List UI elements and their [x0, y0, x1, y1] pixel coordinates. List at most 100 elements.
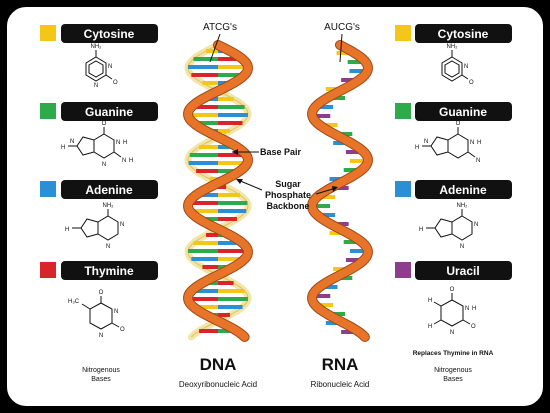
- rna-callout: AUCG's: [324, 22, 360, 63]
- adenine-n-atom: N: [120, 222, 124, 228]
- thymine-n-atom: N: [114, 309, 118, 315]
- dna-front-strand: [183, 40, 253, 342]
- guanine-color-swatch: [40, 103, 56, 119]
- backbone-arrowhead-dna: [236, 179, 243, 184]
- guanine-structure: O N H N H N H N: [61, 121, 133, 168]
- cytosine-label: Cytosine: [84, 27, 135, 41]
- thymine-label: Thymine: [84, 264, 134, 278]
- uracil-h-atom-2: H: [428, 298, 432, 304]
- guanine-color-swatch-right: [395, 103, 411, 119]
- uracil-label: Uracil: [446, 264, 479, 278]
- backbone-label-line3: Backbone: [266, 201, 309, 211]
- guanine-n-atom: N: [116, 140, 120, 146]
- dna-title: DNA: [200, 355, 237, 374]
- uracil-h-atom-3: H: [428, 324, 432, 330]
- cytosine-nh2-atom: NH₂: [91, 44, 103, 50]
- adenine-nh2-atom: NH₂: [103, 203, 115, 209]
- guanine-label-pill: [61, 102, 158, 121]
- right-base-uracil-header: Uracil: [395, 261, 512, 280]
- replaces-thymine-note: Replaces Thymine in RNA: [413, 350, 494, 357]
- cytosine-color-swatch-right: [395, 25, 411, 41]
- uracil-n-atom-2: N: [450, 330, 454, 336]
- guanine-h-atom-3-right: H: [415, 145, 419, 151]
- left-base-guanine-header: Guanine: [40, 102, 158, 121]
- nitrogenous-bases-right-line2: Bases: [443, 376, 463, 383]
- thymine-color-swatch: [40, 262, 56, 278]
- cytosine-structure: NH₂ N N O: [85, 44, 118, 89]
- guanine-label-pill-right: [415, 102, 512, 121]
- guanine-h-atom-2: H: [129, 158, 133, 164]
- left-base-thymine-header: Thymine: [40, 261, 158, 280]
- guanine-o-atom: O: [102, 121, 107, 127]
- adenine-n-atom-right: N: [474, 222, 478, 228]
- thymine-n-atom-2: N: [99, 333, 103, 339]
- guanine-n-atom-4-right: N: [424, 139, 428, 145]
- nitrogenous-bases-left-line2: Bases: [91, 376, 111, 383]
- uracil-n-atom: N: [465, 306, 469, 312]
- cytosine-color-swatch: [40, 25, 56, 41]
- nitrogenous-bases-right-line1: Nitrogenous: [434, 367, 472, 374]
- right-base-adenine-header: Adenine: [395, 180, 512, 199]
- rna-subtitle: Ribonucleic Acid: [311, 380, 370, 389]
- backbone-label-line1: Sugar: [275, 179, 301, 189]
- guanine-n-atom-3: N: [102, 162, 106, 168]
- guanine-o-atom-right: O: [456, 121, 461, 127]
- dna-callout-leader: [209, 33, 221, 63]
- guanine-n-atom-2: N: [122, 158, 126, 164]
- adenine-label-pill: [61, 180, 158, 199]
- guanine-h-atom: H: [123, 140, 127, 146]
- adenine-structure-right: NH₂ N N H: [419, 203, 478, 250]
- guanine-h-atom-right: H: [477, 140, 481, 146]
- nitrogenous-bases-left-line1: Nitrogenous: [82, 367, 120, 374]
- adenine-structure: NH₂ N N H: [65, 203, 124, 250]
- uracil-o-atom: O: [450, 287, 455, 293]
- base-pair-label: Base Pair: [260, 147, 302, 157]
- guanine-structure-right: O N H N H N: [415, 121, 481, 164]
- guanine-h-atom-3: H: [61, 145, 65, 151]
- cytosine-label-pill-right: [415, 24, 512, 43]
- thymine-o-atom: O: [99, 290, 104, 296]
- thymine-structure: O O N N H₃C: [68, 290, 125, 339]
- guanine-n-atom-4: N: [70, 139, 74, 145]
- right-base-cytosine-header: Cytosine: [395, 24, 512, 43]
- uracil-h-atom: H: [472, 306, 476, 312]
- adenine-nh2-atom-right: NH₂: [457, 203, 469, 209]
- uracil-color-swatch: [395, 262, 411, 278]
- adenine-label-pill-right: [415, 180, 512, 199]
- rna-title: RNA: [322, 355, 359, 374]
- left-base-adenine-header: Adenine: [40, 180, 158, 199]
- cytosine-label-right: Cytosine: [438, 27, 489, 41]
- cytosine-structure-right: NH₂ N O: [441, 44, 474, 86]
- adenine-color-swatch: [40, 181, 56, 197]
- cytosine-n-atom-2: N: [94, 83, 98, 89]
- rna-callout-label: AUCG's: [324, 22, 360, 33]
- dna-backbone-front: [184, 41, 252, 341]
- backbone-leader-dna: [237, 179, 263, 191]
- backbone-label-line2: Phosphate: [265, 190, 311, 200]
- dna-subtitle: Deoxyribonucleic Acid: [179, 380, 257, 389]
- base-pair-callout: Base Pair: [232, 147, 302, 157]
- cytosine-o-atom-right: O: [469, 80, 474, 86]
- dna-callout: ATCG's: [203, 22, 237, 63]
- dna-callout-label: ATCG's: [203, 22, 237, 33]
- guanine-n-atom-right: N: [470, 140, 474, 146]
- uracil-label-pill: [415, 261, 512, 280]
- right-base-guanine-header: Guanine: [395, 102, 512, 121]
- thymine-o-atom-2: O: [120, 327, 125, 333]
- rna-callout-leader: [339, 33, 343, 63]
- guanine-label-right: Guanine: [439, 105, 487, 119]
- adenine-h-atom: H: [65, 227, 69, 233]
- uracil-o-atom-2: O: [471, 324, 476, 330]
- guanine-label: Guanine: [85, 105, 133, 119]
- thymine-ch3-group: H₃C: [68, 299, 80, 305]
- left-structures: NH₂ N N O O N H N H N H N NH₂: [61, 44, 133, 339]
- adenine-n-atom-2-right: N: [460, 244, 464, 250]
- cytosine-label-pill: [61, 24, 158, 43]
- guanine-n-atom-2-right: N: [476, 158, 480, 164]
- backbone-callout: Sugar Phosphate Backbone: [236, 179, 338, 211]
- cytosine-n-atom: N: [108, 64, 112, 70]
- adenine-color-swatch-right: [395, 181, 411, 197]
- adenine-h-atom-right: H: [419, 227, 423, 233]
